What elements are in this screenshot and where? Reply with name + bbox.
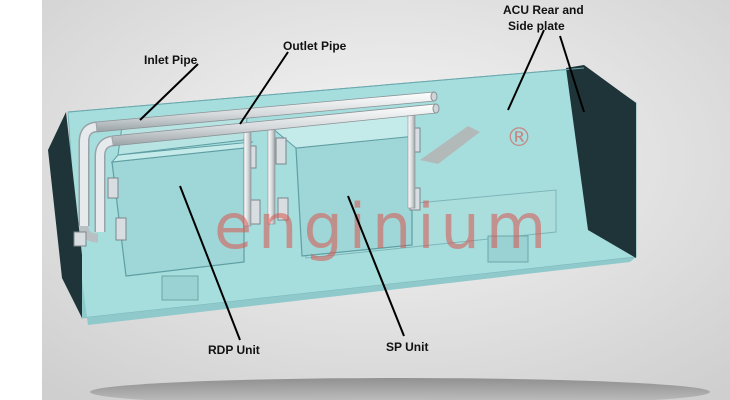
label-sp-unit: SP Unit (386, 340, 428, 354)
inlet-bottom-elbow (79, 225, 99, 243)
rdp-unit-leader (179, 185, 241, 341)
rdp-foot (161, 275, 199, 301)
label-acu-line-2: Side plate (508, 19, 565, 33)
outlet-pipe-cap (432, 103, 440, 114)
inlet-pipe-leader (139, 63, 199, 121)
sp-unit-leader (347, 195, 405, 337)
label-outlet-pipe: Outlet Pipe (283, 39, 347, 53)
watermark-text: enginium (214, 190, 552, 263)
right-side-plate (566, 65, 636, 258)
sp-bracket-2 (277, 197, 289, 221)
left-margin (0, 0, 42, 400)
floor-shadow (90, 378, 710, 400)
left-side-plate (48, 112, 82, 318)
label-rdp-unit: RDP Unit (208, 343, 260, 357)
rear-platform-foot (487, 235, 529, 263)
sp-bracket-1 (275, 137, 287, 165)
rdp-unit-top (110, 141, 254, 163)
inlet-drop-pipe (80, 123, 97, 226)
outlet-pipe-leader (239, 51, 289, 125)
acu-leader-rear (507, 29, 545, 111)
pipe-flange (73, 231, 87, 247)
rdp-bracket-1 (107, 177, 119, 199)
watermark-registered-mark: ® (506, 123, 532, 153)
label-acu-line-1: ACU Rear and (503, 3, 584, 17)
rdp-bracket-2 (115, 217, 127, 241)
inlet-pipe-cap (430, 91, 438, 102)
acu-leader-side (559, 35, 585, 113)
label-inlet-pipe: Inlet Pipe (144, 53, 198, 67)
outlet-drop-pipe (96, 137, 113, 232)
enclosure-top-edge (67, 67, 585, 113)
watermark-swoosh (420, 126, 480, 164)
